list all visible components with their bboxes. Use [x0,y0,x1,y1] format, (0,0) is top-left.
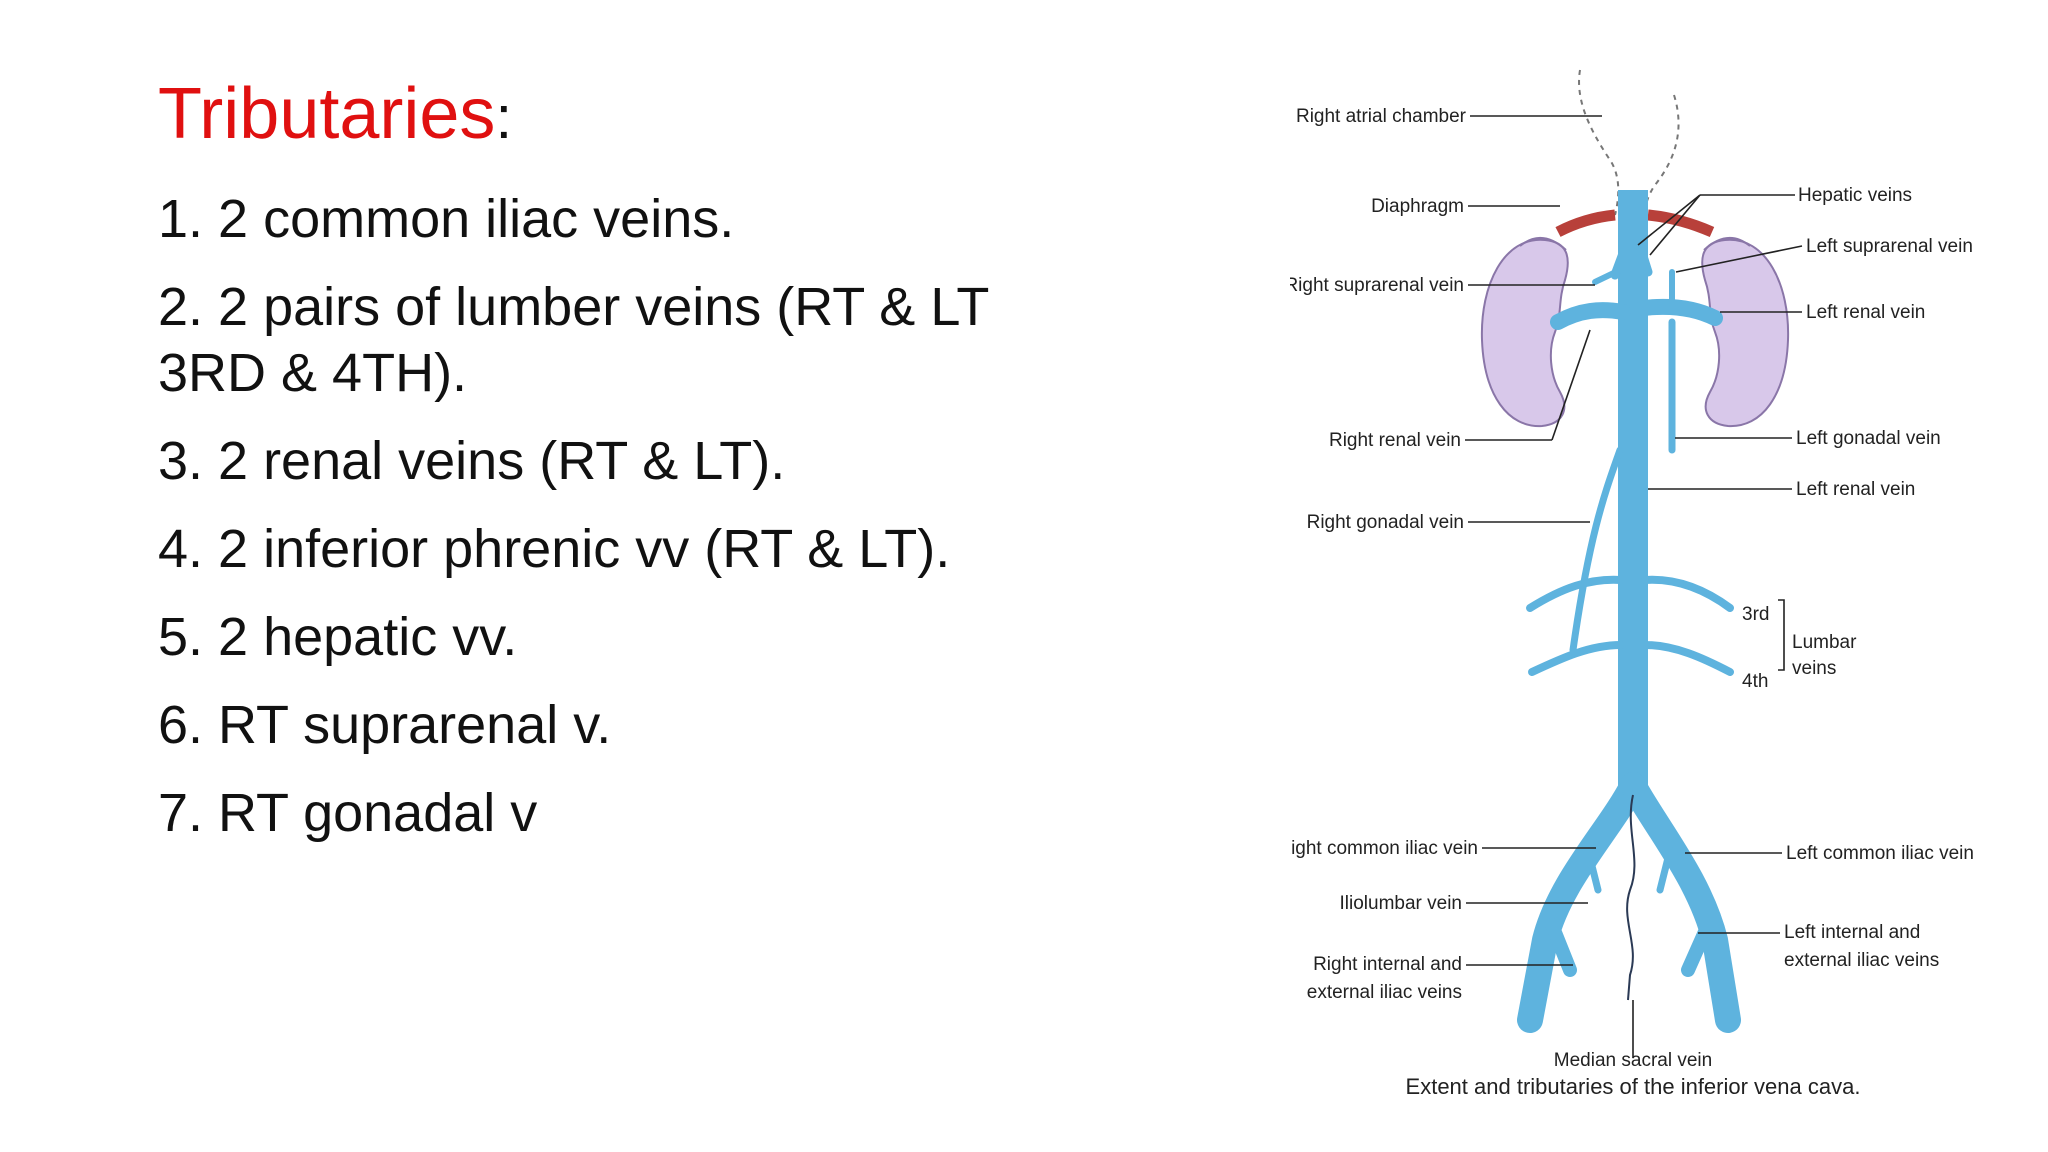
right-3rd-lumbar-vein [1526,575,1625,612]
label-lumbar: Lumbar [1792,632,1857,653]
right-renal-vein [1550,302,1631,330]
label-lumbar-veins: veins [1792,658,1836,679]
list-item: 7. RT gonadal v [158,783,538,843]
ivc-diagram-svg: Right atrial chamber Diaphragm Right sup… [1290,69,1974,1099]
label-right-common-iliac-vein: Right common iliac vein [1290,838,1478,859]
ivc-diagram: Right atrial chamber Diaphragm Right sup… [1290,60,2010,1100]
diaphragm-right-segment [1647,209,1715,238]
list-item: 6. RT suprarenal v. [158,695,612,755]
right-iliolumbar-vein [1584,846,1602,894]
veins [1517,190,1741,1033]
diaphragm-left-segment [1555,209,1616,237]
label-right-internal-iliac-line2: external iliac veins [1307,982,1462,1003]
label-iliolumbar-vein: Iliolumbar vein [1340,893,1463,914]
left-4th-lumbar-vein [1641,641,1734,676]
left-suprarenal-gland [1703,237,1751,251]
label-median-sacral-vein: Median sacral vein [1554,1050,1712,1071]
label-right-renal-vein: Right renal vein [1329,430,1461,451]
label-diaphragm: Diaphragm [1371,196,1464,217]
hepatic-vein-right [1633,235,1653,277]
label-left-renal-vein-lower: Left renal vein [1796,479,1915,500]
left-kidney [1701,238,1790,428]
median-sacral-vein [1626,794,1636,1001]
label-left-suprarenal-vein: Left suprarenal vein [1806,236,1973,257]
list-item: 3. 2 renal veins (RT & LT). [158,431,786,491]
left-common-iliac-vein [1620,772,1741,1033]
label-left-gonadal-vein: Left gonadal vein [1796,428,1941,449]
label-right-atrial-chamber: Right atrial chamber [1296,106,1467,127]
label-left-internal-iliac-line1: Left internal and [1784,922,1920,943]
label-left-renal-vein: Left renal vein [1806,302,1925,323]
left-iliolumbar-vein [1656,846,1674,894]
label-right-gonadal-vein: Right gonadal vein [1307,512,1464,533]
label-right-internal-iliac-line1: Right internal and [1313,954,1462,975]
leader-lines [1465,115,1803,1058]
left-renal-vein [1635,298,1723,326]
left-3rd-lumbar-vein [1641,575,1734,612]
right-kidney [1480,238,1569,428]
title-text: Tributaries [158,74,496,154]
diagram-caption: Extent and tributaries of the inferior v… [1406,1074,1861,1099]
label-lumbar-4th: 4th [1742,671,1768,692]
right-suprarenal-gland [1519,237,1567,251]
list-item: 5. 2 hepatic vv. [158,607,518,667]
label-left-internal-iliac-line2: external iliac veins [1784,950,1939,971]
list-item: 1. 2 common iliac veins. [158,189,735,249]
label-left-common-iliac-vein: Left common iliac vein [1786,843,1974,864]
right-gonadal-vein [1569,446,1624,654]
tributaries-list: 1. 2 common iliac veins. 2. 2 pairs of l… [158,186,1078,868]
list-item: 2. 2 pairs of lumber veins (RT & LT 3RD … [158,277,989,403]
label-lumbar-3rd: 3rd [1742,604,1769,625]
right-suprarenal-vein [1592,267,1623,285]
title-colon: : [495,84,513,151]
right-4th-lumbar-vein [1528,641,1625,676]
label-right-suprarenal-vein: Right suprarenal vein [1290,275,1464,296]
label-hepatic-veins: Hepatic veins [1798,185,1912,206]
left-internal-iliac-vein [1681,918,1715,977]
slide-title: Tributaries: [158,78,512,150]
list-item: 4. 2 inferior phrenic vv (RT & LT). [158,519,951,579]
right-internal-iliac-vein [1545,918,1577,977]
